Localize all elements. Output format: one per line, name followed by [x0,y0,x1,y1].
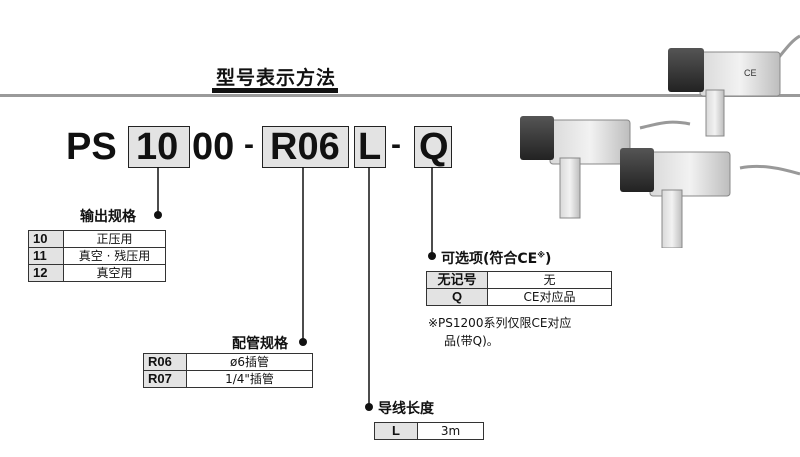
code-dash-1: - [244,128,254,161]
code-cell: 11 [28,247,64,265]
ce-mark-label: CE [744,68,757,78]
code-cell: R07 [143,370,187,388]
options-title-text: 可选项(符合CE [441,251,538,267]
pressure-switch-image: CE [520,34,800,248]
output-spec-title: 输出规格 [80,209,136,225]
page-title: 型号表示方法 [216,67,337,89]
options-table: 无记号 无 Q CE对应品 [426,271,612,306]
code-option: Q [419,126,449,168]
table-row: Q CE对应品 [426,288,612,306]
table-row: 10 正压用 [28,230,166,248]
code-cell: 无记号 [426,271,488,289]
desc-cell: 3m [417,422,484,440]
bullet-option [428,252,436,260]
desc-cell: CE对应品 [487,288,612,306]
code-box-option [414,126,452,168]
table-row: 无记号 无 [426,271,612,289]
desc-cell: 无 [487,271,612,289]
options-title-close: ) [545,251,552,267]
desc-cell: 1/4"插管 [186,370,313,388]
code-mid: 00 [192,126,235,168]
desc-cell: ø6插管 [186,353,313,371]
options-title-mark: ※ [537,250,546,260]
table-row: L 3m [374,422,484,440]
lead-length-title: 导线长度 [378,401,434,417]
desc-cell: 正压用 [63,230,166,248]
desc-cell: 真空用 [63,264,166,282]
code-cell: 10 [28,230,64,248]
code-output: 10 [136,126,179,168]
code-prefix: PS [66,126,117,168]
output-spec-table: 10 正压用 11 真空 · 残压用 12 真空用 [28,230,166,282]
title-underline [212,88,338,93]
piping-spec-title: 配管规格 [232,336,288,352]
code-dash-2: - [391,128,401,161]
code-cell: 12 [28,264,64,282]
code-piping: R06 [270,126,340,168]
code-cell: Q [426,288,488,306]
code-cell: L [374,422,418,440]
bullet-output [154,211,162,219]
options-note-line-1: ※PS1200系列仅限CE对应 [428,316,572,330]
table-row: 12 真空用 [28,264,166,282]
code-box-piping [262,126,349,168]
table-row: R06 ø6插管 [143,353,313,371]
options-title: 可选项(符合CE※) [441,248,551,268]
table-row: R07 1/4"插管 [143,370,313,388]
desc-cell: 真空 · 残压用 [63,247,166,265]
piping-spec-table: R06 ø6插管 R07 1/4"插管 [143,353,313,388]
code-box-output [128,126,190,168]
table-row: 11 真空 · 残压用 [28,247,166,265]
options-note-line-2: 品(带Q)。 [444,334,499,348]
code-lead: L [358,126,382,168]
bullet-lead [365,403,373,411]
code-box-lead [354,126,386,168]
bullet-piping [299,338,307,346]
product-illustration: CE [520,28,800,248]
lead-length-table: L 3m [374,422,484,440]
header-rule [0,94,800,97]
code-cell: R06 [143,353,187,371]
